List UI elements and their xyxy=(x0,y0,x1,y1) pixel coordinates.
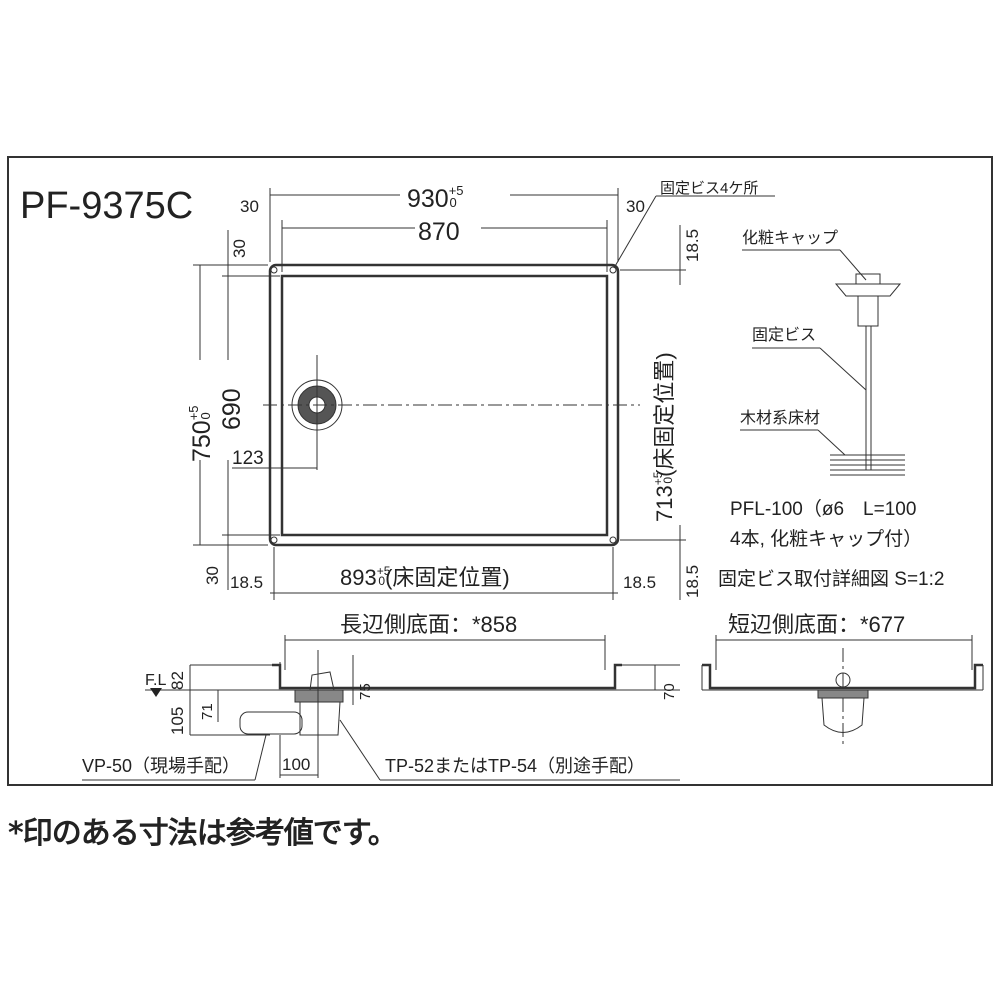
screw-hole-icon xyxy=(609,266,617,274)
tray-section-outline xyxy=(272,663,622,690)
part-line-2: 4本, 化粧キャップ付） xyxy=(730,528,922,550)
dim-690: 690 xyxy=(218,388,246,430)
dim-71: 71 xyxy=(199,703,216,720)
leader-line xyxy=(839,249,867,281)
leader-line xyxy=(254,734,267,781)
screw-callout: 固定ビス4ケ所 xyxy=(660,180,758,197)
part-line-1: PFL-100（ø6 L=100 xyxy=(730,498,916,520)
long-side-section: 長辺側底面：*858 F.L 82 105 71 75 70 100 VP-50… xyxy=(82,612,680,781)
cap-label: 化粧キャップ xyxy=(742,229,838,247)
leader-line xyxy=(613,195,657,269)
screw-hole-icon xyxy=(609,536,617,544)
dim-870: 870 xyxy=(418,218,460,246)
dim-18-5-right: 18.5 xyxy=(623,573,656,592)
trap-icon-short xyxy=(817,672,869,733)
pipe-icon xyxy=(239,711,303,735)
long-side-label: 長辺側底面：*858 xyxy=(340,612,517,637)
dim-75: 75 xyxy=(357,683,374,700)
dim-70: 70 xyxy=(661,683,678,700)
short-side-section: 短辺側底面：*677 xyxy=(701,612,984,745)
dim-82: 82 xyxy=(168,671,187,690)
leader-line xyxy=(819,347,867,391)
leader-line xyxy=(817,429,846,456)
dim-30-left: 30 xyxy=(240,197,259,216)
drawing-frame xyxy=(7,156,993,786)
dim-18-5-left: 18.5 xyxy=(230,573,263,592)
dim-100: 100 xyxy=(282,755,310,774)
model-title: PF-9375C xyxy=(20,185,193,227)
pipe-label: VP-50（現場手配） xyxy=(82,756,240,776)
floor-label: 木材系床材 xyxy=(740,409,820,427)
screw-hole-icon xyxy=(270,536,278,544)
trap-label: TP-52またはTP-54（別途手配） xyxy=(385,756,645,776)
detail-title: 固定ビス取付詳細図 S=1:2 xyxy=(718,568,944,590)
trap-icon xyxy=(239,671,344,736)
label-background xyxy=(415,212,481,242)
tray-section-outline xyxy=(702,663,983,690)
fl-label: F.L xyxy=(145,672,166,689)
dim-30-right: 30 xyxy=(626,197,645,216)
label-background xyxy=(188,360,243,460)
label-background xyxy=(400,178,510,208)
dim-123: 123 xyxy=(232,448,264,469)
leader-line xyxy=(339,719,381,781)
dim-30-top: 30 xyxy=(230,239,249,258)
reference-note: *印のある寸法は参考値です。 xyxy=(8,816,398,851)
dim-18-5-bottom: 18.5 xyxy=(683,565,702,598)
wood-floor-hatch xyxy=(830,454,905,476)
screw-head-icon xyxy=(857,295,879,327)
fl-marker-icon xyxy=(150,688,162,697)
dim-18-5-top: 18.5 xyxy=(683,229,702,262)
dim-105: 105 xyxy=(168,707,187,735)
screw-label: 固定ビス xyxy=(752,326,816,344)
label-background xyxy=(662,285,692,525)
screw-detail: 化粧キャップ 固定ビス 木材系床材 PFL-100（ø6 L=100 4本, 化… xyxy=(718,229,944,590)
cap-icon xyxy=(855,273,881,285)
screw-hole-icon xyxy=(270,266,278,274)
dim-713: 713+50(床固定位置) xyxy=(651,352,677,522)
short-side-label: 短辺側底面：*677 xyxy=(728,612,905,637)
dim-30-bottom: 30 xyxy=(203,566,222,585)
dim-750: 750+50 xyxy=(186,405,216,462)
